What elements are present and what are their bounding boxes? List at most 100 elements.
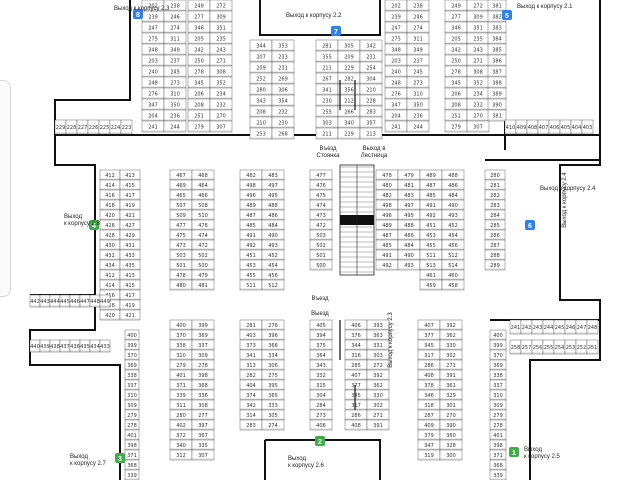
parking-spot[interactable]: 230: [271, 116, 295, 129]
parking-spot[interactable]: 501: [169, 259, 193, 271]
parking-spot[interactable]: 310: [163, 87, 187, 100]
parking-spot[interactable]: 489: [419, 169, 443, 181]
parking-spot[interactable]: 419: [119, 199, 141, 211]
parking-spot[interactable]: 482: [239, 169, 263, 181]
parking-spot[interactable]: 410: [504, 119, 517, 135]
parking-spot[interactable]: 397: [191, 419, 215, 431]
parking-spot[interactable]: 490: [261, 229, 285, 241]
parking-spot[interactable]: 347: [417, 439, 441, 451]
parking-spot[interactable]: 340: [169, 439, 193, 451]
parking-spot[interactable]: 252: [575, 339, 588, 355]
parking-spot[interactable]: 435: [79, 339, 91, 353]
parking-spot[interactable]: 479: [397, 169, 421, 181]
parking-spot[interactable]: 454: [261, 259, 285, 271]
parking-spot[interactable]: 399: [191, 319, 215, 331]
parking-spot[interactable]: 236: [406, 109, 430, 122]
parking-spot[interactable]: 205: [444, 32, 468, 45]
parking-spot[interactable]: 242: [187, 43, 211, 56]
parking-spot[interactable]: 274: [261, 419, 285, 431]
parking-spot[interactable]: 475: [169, 229, 193, 241]
parking-spot[interactable]: 241: [141, 120, 165, 133]
parking-spot[interactable]: 271: [209, 54, 233, 67]
parking-spot[interactable]: 409: [515, 119, 528, 135]
parking-spot[interactable]: 502: [191, 249, 215, 261]
parking-spot[interactable]: 487: [419, 179, 443, 191]
parking-spot[interactable]: 282: [239, 369, 263, 381]
parking-spot[interactable]: 352: [209, 76, 233, 89]
parking-spot[interactable]: 247: [575, 319, 588, 335]
parking-spot[interactable]: 369: [191, 329, 215, 341]
parking-spot[interactable]: 276: [141, 87, 165, 100]
parking-spot[interactable]: 467: [169, 169, 193, 181]
parking-spot[interactable]: 270: [466, 109, 490, 122]
parking-spot[interactable]: 273: [309, 409, 333, 421]
parking-spot[interactable]: 383: [487, 21, 507, 34]
parking-spot[interactable]: 308: [209, 65, 233, 78]
parking-spot[interactable]: 392: [439, 319, 463, 331]
parking-spot[interactable]: 473: [169, 239, 193, 251]
parking-spot[interactable]: 273: [163, 76, 187, 89]
parking-spot[interactable]: 245: [406, 65, 430, 78]
parking-spot[interactable]: 370: [489, 349, 507, 361]
parking-spot[interactable]: 252: [249, 72, 273, 85]
parking-spot[interactable]: 249: [444, 0, 468, 12]
parking-spot[interactable]: 417: [119, 289, 141, 301]
parking-spot[interactable]: 430: [99, 239, 121, 251]
parking-spot[interactable]: 282: [337, 72, 361, 85]
parking-spot[interactable]: 203: [141, 54, 165, 67]
parking-spot[interactable]: 472: [191, 239, 215, 251]
parking-spot[interactable]: 312: [169, 449, 193, 461]
parking-spot[interactable]: 484: [397, 239, 421, 251]
parking-spot[interactable]: 370: [124, 349, 140, 361]
parking-spot[interactable]: 238: [406, 0, 430, 12]
parking-spot[interactable]: 399: [124, 339, 140, 351]
parking-spot[interactable]: 495: [261, 189, 285, 201]
parking-spot[interactable]: 490: [397, 249, 421, 261]
parking-spot[interactable]: 271: [366, 409, 390, 421]
parking-spot[interactable]: 204: [384, 109, 408, 122]
parking-spot[interactable]: 289: [484, 259, 506, 271]
parking-spot[interactable]: 514: [441, 259, 465, 271]
parking-spot[interactable]: 455: [419, 239, 443, 251]
parking-spot[interactable]: 488: [441, 169, 465, 181]
parking-spot[interactable]: 379: [417, 429, 441, 441]
parking-spot[interactable]: 406: [344, 319, 368, 331]
parking-spot[interactable]: 278: [489, 419, 507, 431]
parking-spot[interactable]: 351: [466, 21, 490, 34]
parking-spot[interactable]: 446: [69, 294, 81, 308]
parking-spot[interactable]: 208: [249, 105, 273, 118]
parking-spot[interactable]: 486: [397, 229, 421, 241]
parking-spot[interactable]: 435: [119, 259, 141, 271]
parking-spot[interactable]: 204: [141, 109, 165, 122]
parking-spot[interactable]: 375: [309, 339, 333, 351]
parking-spot[interactable]: 251: [187, 109, 211, 122]
parking-spot[interactable]: 405: [559, 119, 572, 135]
parking-spot[interactable]: 275: [384, 32, 408, 45]
parking-spot[interactable]: 367: [191, 429, 215, 441]
parking-spot[interactable]: 329: [439, 389, 463, 401]
exit-marker-3[interactable]: 3: [115, 453, 125, 463]
parking-spot[interactable]: 477: [169, 219, 193, 231]
parking-spot[interactable]: 254: [359, 61, 383, 74]
parking-spot[interactable]: 241: [509, 319, 522, 335]
parking-spot[interactable]: 276: [261, 319, 285, 331]
parking-spot[interactable]: 210: [249, 116, 273, 129]
parking-spot[interactable]: 281: [239, 319, 263, 331]
parking-spot[interactable]: 275: [261, 369, 285, 381]
parking-spot[interactable]: 407: [417, 319, 441, 331]
parking-spot[interactable]: 507: [169, 199, 193, 211]
parking-spot[interactable]: 398: [124, 439, 140, 451]
parking-spot[interactable]: 226: [87, 119, 100, 135]
parking-spot[interactable]: 211: [315, 127, 339, 140]
parking-spot[interactable]: 480: [375, 179, 399, 191]
parking-spot[interactable]: 493: [261, 239, 285, 251]
parking-spot[interactable]: 407: [537, 119, 550, 135]
parking-spot[interactable]: 374: [239, 389, 263, 401]
parking-spot[interactable]: 353: [271, 39, 295, 52]
parking-spot[interactable]: 202: [384, 0, 408, 12]
parking-spot[interactable]: 482: [375, 189, 399, 201]
parking-spot[interactable]: 350: [163, 98, 187, 111]
parking-spot[interactable]: 347: [141, 98, 165, 111]
parking-spot[interactable]: 203: [384, 54, 408, 67]
parking-spot[interactable]: 244: [542, 319, 555, 335]
